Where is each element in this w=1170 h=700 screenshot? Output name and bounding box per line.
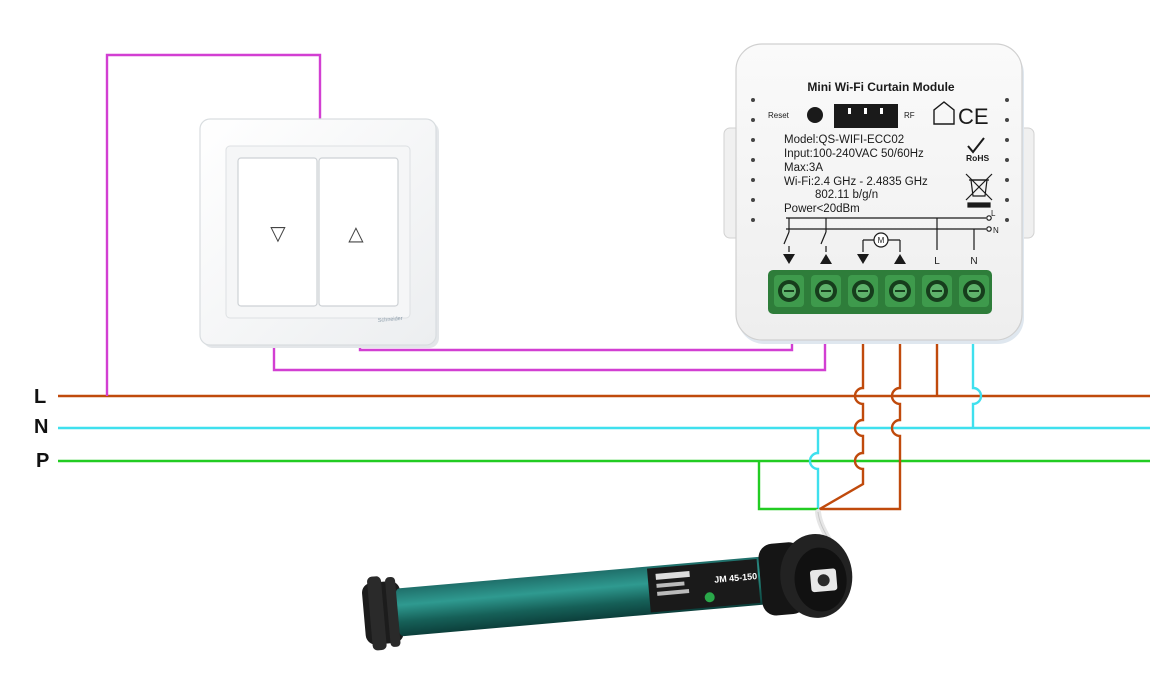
house-icon	[933, 101, 955, 125]
spec-max: Max:3A	[784, 162, 823, 174]
switch-brand: Schneider	[378, 316, 403, 324]
spec-power: Power<20dBm	[784, 203, 860, 215]
module-rf-socket	[834, 104, 898, 128]
terminal-label-live: L	[934, 256, 940, 267]
curtain-module: Mini Wi-Fi Curtain Module Reset RF CE Ro…	[723, 43, 1035, 344]
spec-standard: 802.11 b/g/n	[815, 189, 878, 201]
schematic-motor-symbol: M	[878, 236, 885, 245]
spec-input: Input:100-240VAC 50/60Hz	[784, 148, 924, 160]
bus-label-neutral: N	[993, 226, 999, 235]
switch-rocker-down[interactable]	[237, 157, 318, 307]
module-supply-wires	[935, 340, 983, 428]
arrow-up-icon	[820, 254, 832, 264]
motor-up-wire	[818, 340, 902, 511]
switch-down-symbol: ▽	[270, 221, 286, 245]
terminal-screws	[774, 275, 989, 307]
arrow-up-icon-motor	[894, 254, 906, 264]
switch-up-symbol: △	[348, 221, 364, 245]
motor-label: JM 45-150	[714, 571, 758, 585]
tubular-motor: JM 45-150	[362, 533, 853, 651]
module-ce-mark: CE	[958, 104, 989, 129]
switch-rocker-up[interactable]	[318, 157, 399, 307]
arrow-down-icon	[783, 254, 795, 264]
module-rohs-mark: RoHS	[966, 153, 989, 163]
switch-supply-wire	[105, 53, 322, 396]
motor-down-wire	[817, 340, 865, 512]
power-rails: L N P	[34, 386, 1150, 472]
spec-wifi: Wi-Fi:2.4 GHz - 2.4835 GHz	[784, 176, 928, 188]
wall-switch: ▽ △ Schneider	[199, 118, 439, 348]
arrow-down-icon-motor	[857, 254, 869, 264]
module-rf-label: RF	[904, 111, 915, 120]
module-title: Mini Wi-Fi Curtain Module	[807, 80, 955, 94]
terminal-arrows	[783, 254, 906, 264]
switch-down-wire	[272, 340, 827, 372]
rail-label-earth: P	[36, 450, 49, 472]
rail-label-live: L	[34, 386, 46, 408]
spec-model: Model:QS-WIFI-ECC02	[784, 134, 904, 146]
motor-neutral-wire	[808, 428, 820, 510]
motor-earth-wire	[757, 461, 818, 511]
module-schematic	[783, 215, 992, 252]
bus-label-live: L	[991, 209, 996, 218]
module-reset-label: Reset	[768, 111, 790, 120]
rohs-check-icon	[967, 137, 985, 154]
weee-bin-icon	[965, 173, 993, 208]
module-neutral-wire	[971, 340, 983, 428]
motor-wires	[757, 340, 902, 563]
terminal-label-neutral: N	[970, 256, 977, 267]
module-body	[735, 43, 1023, 341]
rail-label-neutral: N	[34, 416, 48, 438]
module-vent-dots	[751, 98, 1009, 222]
module-reset-button[interactable]	[807, 107, 823, 123]
